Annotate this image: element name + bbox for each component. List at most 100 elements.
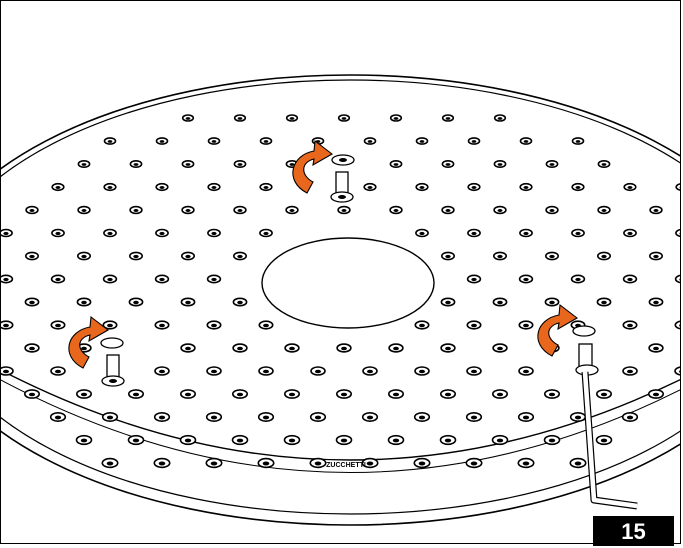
nozzle-hole-center bbox=[211, 416, 217, 420]
nozzle-hole-center bbox=[185, 347, 191, 351]
nozzle-hole-center bbox=[108, 140, 113, 143]
nozzle-hole-center bbox=[160, 140, 165, 143]
nozzle-hole-center bbox=[394, 209, 399, 212]
nozzle-hole-center bbox=[55, 370, 61, 374]
nozzle-hole-center bbox=[523, 416, 529, 420]
nozzle-hole-center bbox=[159, 232, 164, 235]
nozzle-hole-center bbox=[3, 278, 8, 281]
nozzle-hole-center bbox=[159, 370, 165, 374]
nozzle-hole bbox=[676, 184, 683, 191]
nozzle-hole-center bbox=[55, 324, 61, 327]
nozzle-hole-center bbox=[393, 347, 399, 351]
nozzle-hole-center bbox=[654, 209, 659, 212]
screw-pin-icon bbox=[331, 155, 354, 202]
nozzle-hole-center bbox=[133, 439, 139, 443]
nozzle-hole-center bbox=[315, 370, 321, 374]
nozzle-hole-center bbox=[341, 393, 347, 397]
nozzle-hole-center bbox=[107, 462, 114, 466]
nozzle-hole-center bbox=[185, 439, 191, 443]
nozzle-hole-center bbox=[264, 186, 269, 189]
nozzle-hole-center bbox=[160, 186, 165, 189]
nozzle-hole-center bbox=[134, 163, 139, 166]
nozzle-hole-center bbox=[445, 301, 451, 304]
nozzle-hole-center bbox=[497, 301, 503, 304]
nozzle-hole-center bbox=[29, 301, 35, 304]
nozzle-hole-center bbox=[523, 462, 530, 466]
nozzle-hole-center bbox=[289, 439, 295, 443]
nozzle-hole-center bbox=[263, 462, 270, 466]
nozzle-hole-center bbox=[30, 209, 35, 212]
nozzle-hole-center bbox=[498, 209, 503, 212]
nozzle-hole-center bbox=[523, 232, 528, 235]
nozzle-hole-center bbox=[627, 324, 633, 327]
nozzle-hole-center bbox=[419, 462, 426, 466]
nozzle-hole-center bbox=[55, 278, 60, 281]
nozzle-hole-center bbox=[471, 232, 476, 235]
nozzle-hole-center bbox=[238, 117, 243, 120]
nozzle-hole-center bbox=[238, 209, 243, 212]
nozzle-hole-center bbox=[315, 416, 321, 420]
nozzle-hole-center bbox=[290, 163, 295, 166]
nozzle-hole-center bbox=[237, 393, 243, 397]
nozzle-hole-center bbox=[367, 416, 373, 420]
nozzle-hole-center bbox=[575, 278, 580, 281]
nozzle-hole-center bbox=[394, 163, 399, 166]
nozzle-hole-center bbox=[186, 163, 191, 166]
nozzle-hole-center bbox=[523, 278, 528, 281]
nozzle-hole-center bbox=[81, 255, 86, 258]
nozzle-hole-center bbox=[627, 232, 632, 235]
nozzle-hole-center bbox=[680, 186, 683, 189]
nozzle-hole-center bbox=[290, 209, 295, 212]
nozzle-hole-center bbox=[185, 301, 191, 304]
nozzle-hole bbox=[675, 367, 683, 375]
nozzle-hole-center bbox=[472, 140, 477, 143]
nozzle-hole-center bbox=[212, 186, 217, 189]
nozzle-hole-center bbox=[3, 232, 8, 235]
nozzle-hole-center bbox=[498, 117, 503, 120]
nozzle-hole-center bbox=[576, 140, 581, 143]
nozzle-hole-center bbox=[445, 439, 451, 443]
nozzle-hole-center bbox=[471, 324, 477, 327]
nozzle-hole-center bbox=[497, 255, 502, 258]
nozzle-hole-center bbox=[471, 462, 478, 466]
nozzle-hole-center bbox=[368, 140, 373, 143]
screw-pin-icon bbox=[573, 326, 598, 375]
nozzle-hole-center bbox=[601, 439, 607, 443]
nozzle-hole-center bbox=[419, 324, 425, 327]
nozzle-hole-center bbox=[289, 393, 295, 397]
nozzle-hole-center bbox=[627, 370, 633, 374]
nozzle-hole-center bbox=[550, 209, 555, 212]
nozzle-hole-center bbox=[211, 462, 218, 466]
nozzle-hole-center bbox=[497, 393, 503, 397]
nozzle-hole-center bbox=[289, 347, 295, 351]
nozzle-hole-center bbox=[523, 370, 529, 374]
nozzle-hole-center bbox=[419, 370, 425, 374]
nozzle-hole-center bbox=[186, 209, 191, 212]
nozzle-hole-center bbox=[549, 255, 554, 258]
nozzle-hole-center bbox=[133, 393, 139, 397]
nozzle-hole-center bbox=[341, 439, 347, 443]
nozzle-hole-center bbox=[82, 163, 87, 166]
nozzle-hole-center bbox=[575, 416, 581, 420]
nozzle-hole-center bbox=[471, 370, 477, 374]
nozzle-hole-center bbox=[263, 370, 269, 374]
nozzle-hole-center bbox=[211, 278, 216, 281]
nozzle-hole-center bbox=[29, 255, 34, 258]
nozzle-hole-center bbox=[237, 255, 242, 258]
nozzle-hole-center bbox=[653, 393, 659, 397]
nozzle-hole-center bbox=[602, 209, 607, 212]
nozzle-hole-center bbox=[107, 324, 113, 327]
nozzle-hole-center bbox=[445, 347, 451, 351]
nozzle-hole-center bbox=[107, 278, 112, 281]
nozzle-hole-center bbox=[290, 117, 295, 120]
step-number-badge: 15 bbox=[593, 516, 674, 546]
nozzle-hole-center bbox=[81, 439, 87, 443]
nozzle-hole-center bbox=[107, 232, 112, 235]
nozzle-hole-center bbox=[471, 416, 477, 420]
nozzle-hole-center bbox=[524, 186, 529, 189]
nozzle-hole-center bbox=[133, 255, 138, 258]
nozzle-hole-center bbox=[601, 393, 607, 397]
nozzle-hole-center bbox=[601, 255, 606, 258]
nozzle-hole-center bbox=[524, 140, 529, 143]
